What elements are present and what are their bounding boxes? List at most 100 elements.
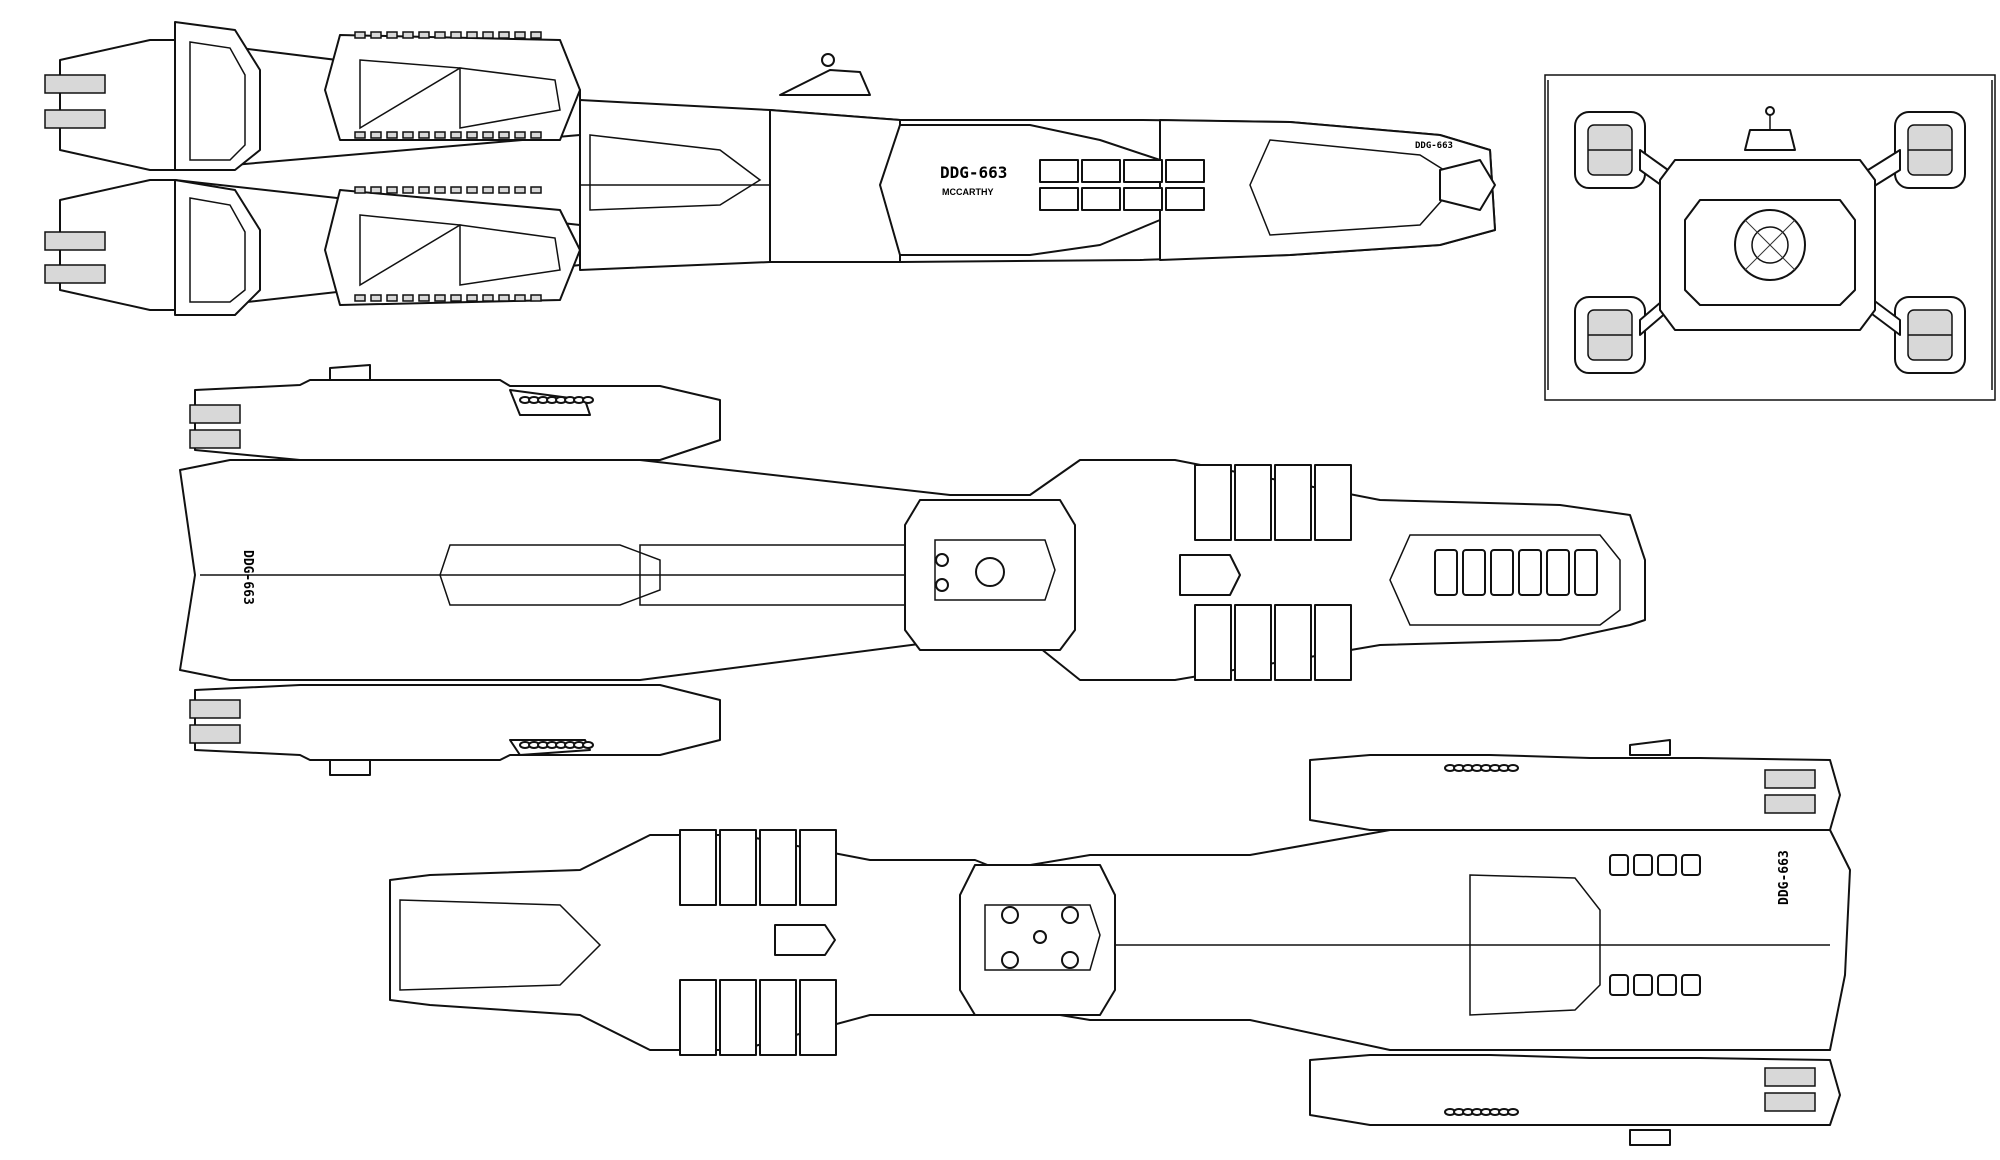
hull-plate [434, 186, 446, 194]
cargo-bay [719, 829, 757, 906]
cargo-bay [1081, 187, 1121, 211]
hull-plate [370, 31, 382, 39]
cargo-bay [1165, 187, 1205, 211]
hull-plate [466, 294, 478, 302]
top-view-engine-lower [44, 179, 581, 316]
hull-plate [354, 131, 366, 139]
cargo-bay [1081, 159, 1121, 183]
hull-port [582, 741, 594, 749]
top-view: DDG-663 MCCARTHY DDG-663 [44, 21, 1496, 316]
hull-plate [466, 31, 478, 39]
cargo-bay [1165, 159, 1205, 183]
cargo-bay [799, 979, 837, 1056]
hull-plate [498, 131, 510, 139]
hull-vent [1609, 854, 1629, 876]
hull-plate [514, 31, 526, 39]
hull-plate [434, 131, 446, 139]
hull-plate [402, 294, 414, 302]
hull-plate [466, 131, 478, 139]
hull-plate [482, 294, 494, 302]
cargo-bay [1039, 187, 1079, 211]
hull-plate [530, 186, 542, 194]
hull-plate [370, 131, 382, 139]
hull-plate [370, 294, 382, 302]
hull-plate [530, 131, 542, 139]
hull-plate [418, 186, 430, 194]
cargo-bay [679, 829, 717, 906]
cargo-bay [1234, 604, 1272, 681]
hull-plate [498, 294, 510, 302]
side-view: DDG-663 [179, 364, 1646, 776]
hull-plate [514, 186, 526, 194]
top-view-ship-name: MCCARTHY [942, 187, 994, 197]
hull-plate [402, 131, 414, 139]
hull-plate [402, 186, 414, 194]
hull-plate [482, 186, 494, 194]
hull-plate [370, 186, 382, 194]
hull-vent [1490, 549, 1514, 596]
hull-plate [450, 186, 462, 194]
cargo-bay [1234, 464, 1272, 541]
top-view-hull-number: DDG-663 [940, 163, 1007, 182]
bottom-view-hull-number: DDG-663 [1777, 850, 1792, 905]
hull-plate [386, 31, 398, 39]
top-view-hull-number-bow: DDG-663 [1415, 141, 1453, 151]
cargo-bay [719, 979, 757, 1056]
side-view-hull-number: DDG-663 [240, 550, 255, 605]
cargo-bay [1123, 159, 1163, 183]
hull-port [1507, 1108, 1519, 1116]
hull-plate [354, 186, 366, 194]
hull-plate [514, 131, 526, 139]
hull-plate [354, 31, 366, 39]
hull-plate [498, 31, 510, 39]
hull-plate [434, 294, 446, 302]
hull-plate [450, 294, 462, 302]
hull-plate [482, 31, 494, 39]
hull-plate [482, 131, 494, 139]
hull-vent [1633, 854, 1653, 876]
hull-vent [1546, 549, 1570, 596]
hull-vent [1681, 974, 1701, 996]
hull-plate [386, 186, 398, 194]
hull-plate [530, 31, 542, 39]
cargo-bay [679, 979, 717, 1056]
cargo-bay [1039, 159, 1079, 183]
hull-vent [1518, 549, 1542, 596]
hull-vent [1633, 974, 1653, 996]
hull-vent [1657, 854, 1677, 876]
cargo-bay [1274, 464, 1312, 541]
cargo-bay [799, 829, 837, 906]
hull-plate [402, 31, 414, 39]
cargo-bay [1314, 604, 1352, 681]
hull-plate [466, 186, 478, 194]
hull-plate [386, 294, 398, 302]
top-view-engine-upper [44, 21, 581, 171]
cargo-bay [1314, 464, 1352, 541]
hull-vent [1609, 974, 1629, 996]
hull-plate [418, 131, 430, 139]
hull-plate [354, 294, 366, 302]
cargo-bay [1274, 604, 1312, 681]
hull-vent [1681, 854, 1701, 876]
cargo-bay [1194, 604, 1232, 681]
cargo-bay [1194, 464, 1232, 541]
hull-plate [450, 131, 462, 139]
hull-plate [530, 294, 542, 302]
bottom-view: DDG-663 [389, 739, 1851, 1146]
hull-vent [1462, 549, 1486, 596]
hull-vent [1657, 974, 1677, 996]
hull-plate [498, 186, 510, 194]
hull-plate [514, 294, 526, 302]
hull-port [1507, 764, 1519, 772]
cargo-bay [1123, 187, 1163, 211]
hull-vent [1434, 549, 1458, 596]
hull-plate [450, 31, 462, 39]
cargo-bay [759, 979, 797, 1056]
hull-plate [434, 31, 446, 39]
hull-plate [386, 131, 398, 139]
cargo-bay [759, 829, 797, 906]
hull-plate [418, 31, 430, 39]
hull-vent [1574, 549, 1598, 596]
